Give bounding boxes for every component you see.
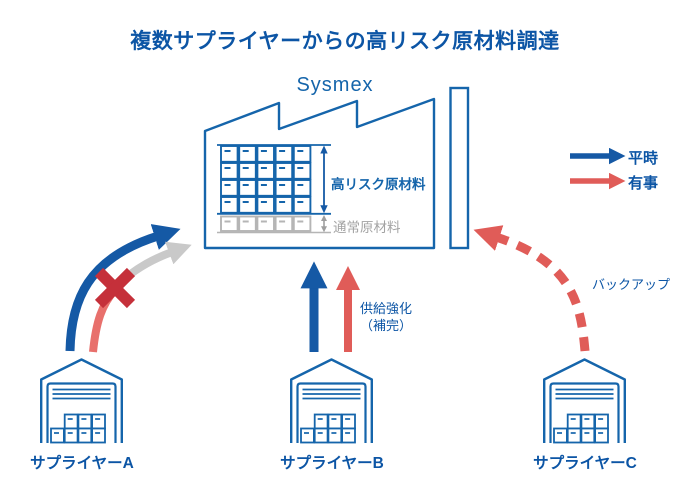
supplier-c-label: サプライヤーC <box>533 455 637 472</box>
normal-measure-arrow <box>321 215 327 233</box>
flow-a-normal-arrow <box>65 224 181 352</box>
supply-boost-line1: 供給強化 <box>360 301 413 316</box>
supplier-b-warehouse-icon <box>290 358 373 445</box>
backup-annotation: バックアップ <box>592 277 671 292</box>
supplier-c-warehouse-icon <box>543 358 626 445</box>
supply-boost-annotation: 供給強化 （補完） <box>360 300 412 334</box>
factory-brand-label: Sysmex <box>296 74 374 96</box>
legend-emergency-label: 有事 <box>628 175 659 192</box>
legend-normal-label: 平時 <box>628 150 659 167</box>
supplier-a-warehouse-icon <box>40 358 124 445</box>
supplier-b-label: サプライヤーB <box>280 455 384 472</box>
normal-stock-grid <box>220 215 312 232</box>
high-risk-stock-label: 高リスク原材料 <box>331 177 426 192</box>
high-risk-stock-grid <box>220 145 312 214</box>
supply-boost-line2: （補完） <box>360 318 413 333</box>
diagram-title: 複数サプライヤーからの高リスク原材料調達 <box>130 30 560 53</box>
normal-stock-label: 通常原材料 <box>333 220 401 235</box>
flow-c-backup-dashed-arrow <box>473 225 590 352</box>
supplier-a-label: サプライヤーA <box>30 455 134 472</box>
factory-chimney <box>449 86 470 250</box>
high-risk-measure-arrow <box>320 145 328 214</box>
x-mark-icon <box>94 267 136 309</box>
